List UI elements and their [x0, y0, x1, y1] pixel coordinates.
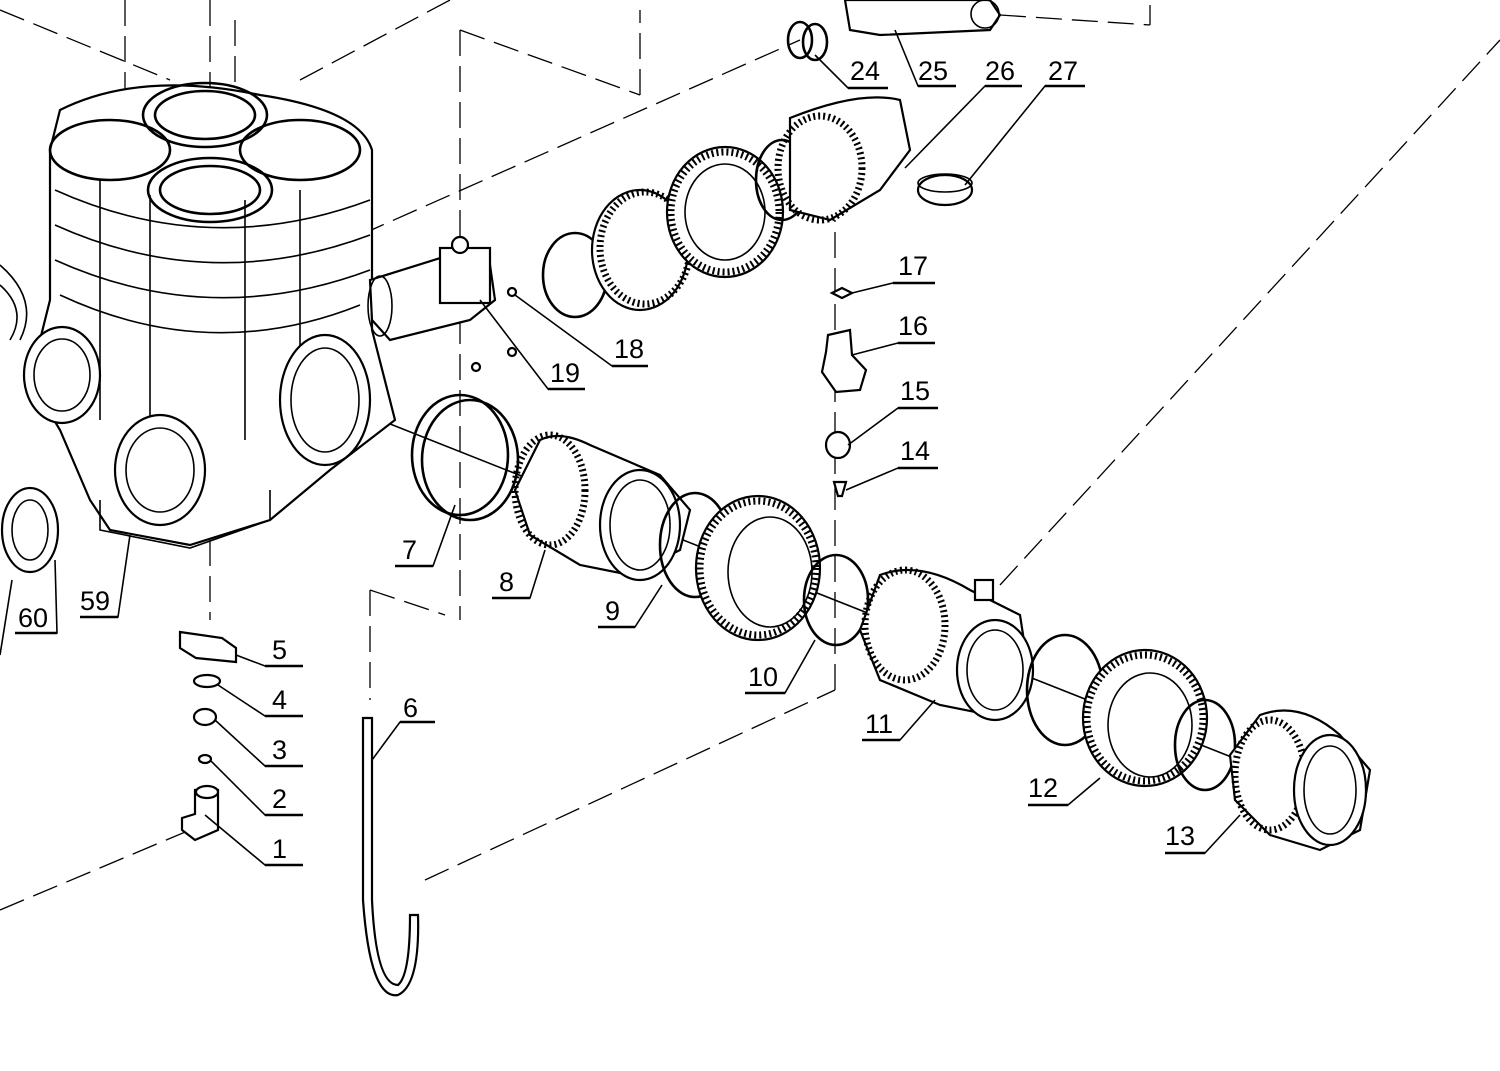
- callout-5: 5: [272, 635, 287, 665]
- callout-10: 10: [748, 662, 778, 692]
- callout-15: 15: [900, 376, 930, 406]
- callout-4: 4: [272, 685, 287, 715]
- callout-17: 17: [898, 251, 928, 281]
- callout-13: 13: [1165, 821, 1195, 851]
- callout-25: 25: [918, 56, 948, 86]
- callout-60: 60: [18, 603, 48, 633]
- brine-tube: [361, 716, 420, 997]
- bypass-vertical-stack: [820, 286, 868, 498]
- callout-11: 11: [865, 709, 893, 739]
- callout-27: 27: [1048, 56, 1078, 86]
- callout-59: 59: [80, 586, 110, 616]
- callout-26: 26: [985, 56, 1015, 86]
- callout-9: 9: [605, 596, 620, 626]
- callout-3: 3: [272, 735, 287, 765]
- injector-assembly: [367, 235, 518, 373]
- callout-8: 8: [499, 567, 514, 597]
- drain-stack: [178, 630, 238, 842]
- callout-24: 24: [850, 56, 880, 86]
- callout-19: 19: [550, 358, 580, 388]
- callout-2: 2: [272, 784, 287, 814]
- callouts: 1 2 3 4 5 6 7 8 9 10: [0, 29, 1241, 867]
- callout-7: 7: [402, 535, 417, 565]
- callout-14: 14: [900, 436, 930, 466]
- main-flow-fittings: [410, 393, 1372, 852]
- callout-16: 16: [898, 311, 928, 341]
- callout-6: 6: [403, 693, 418, 723]
- callout-1: 1: [272, 834, 287, 864]
- valve-body: [0, 81, 397, 574]
- upper-fittings: [541, 0, 1002, 319]
- callout-12: 12: [1028, 773, 1058, 803]
- callout-18: 18: [614, 334, 644, 364]
